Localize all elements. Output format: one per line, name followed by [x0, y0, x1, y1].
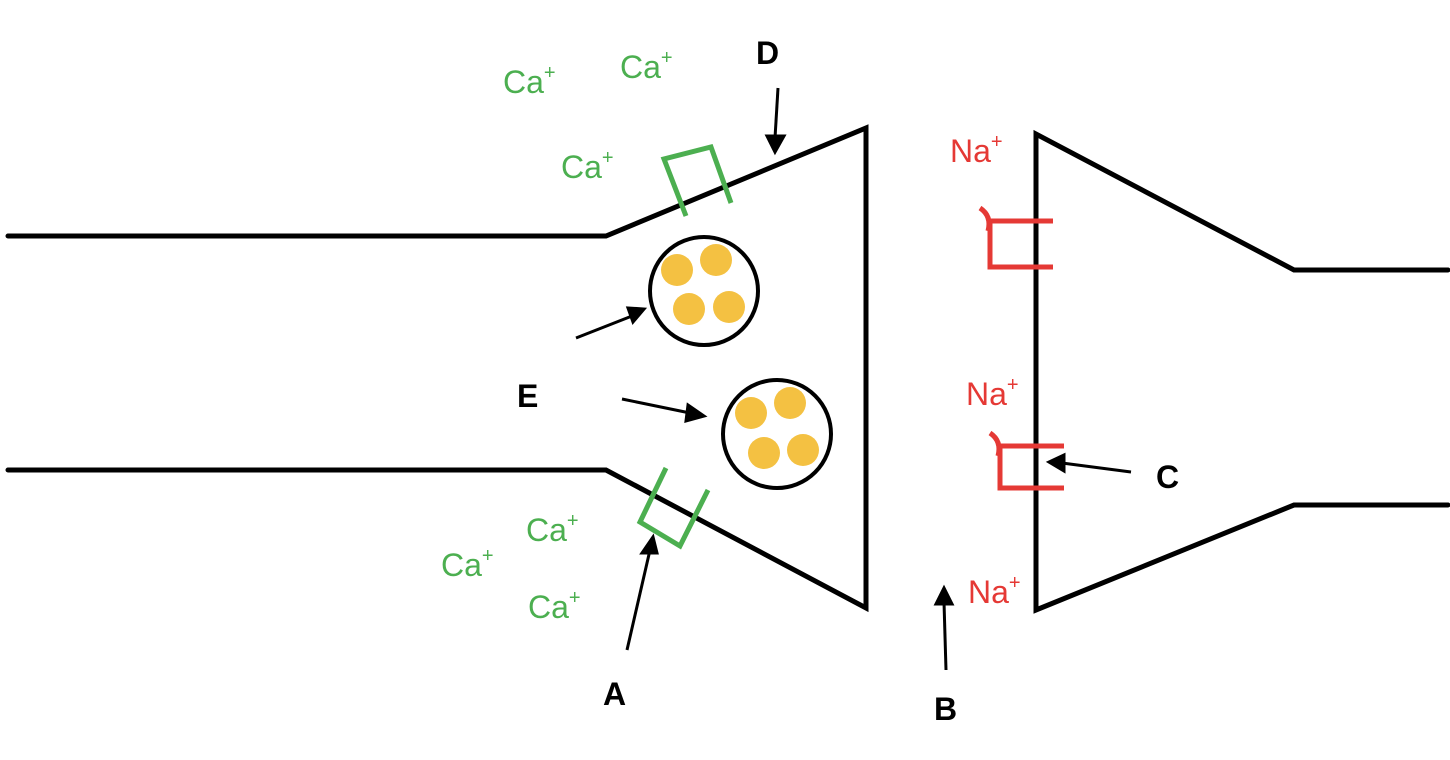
label-c: C: [1156, 459, 1179, 495]
vesicle-lower: [721, 378, 833, 490]
presynaptic-terminal: [5, 124, 869, 613]
vesicle-upper: [648, 235, 760, 347]
sodium-ions: Na+ Na+ Na+: [950, 131, 1021, 610]
label-b: B: [934, 691, 957, 727]
neurotransmitter-molecule: [661, 254, 693, 286]
postsynaptic-membrane: [1033, 129, 1450, 614]
calcium-ion: Ca+: [620, 47, 673, 85]
calcium-ion: Ca+: [561, 147, 614, 185]
presynaptic-membrane: [5, 124, 869, 613]
sodium-channel-top: [978, 205, 1053, 270]
calcium-ion: Ca+: [528, 587, 581, 625]
calcium-ions: Ca+ Ca+ Ca+ Ca+ Ca+ Ca+: [441, 47, 673, 625]
neurotransmitter-molecule: [787, 434, 819, 466]
calcium-ion: Ca+: [503, 62, 556, 100]
label-a: A: [603, 676, 626, 712]
sodium-ion: Na+: [950, 131, 1003, 169]
neurotransmitter-molecule: [713, 291, 745, 323]
label-e: E: [517, 378, 538, 414]
neurotransmitter-molecule: [748, 437, 780, 469]
calcium-ion: Ca+: [441, 545, 494, 583]
calcium-channel-top: [660, 144, 734, 217]
sodium-ion: Na+: [966, 374, 1019, 412]
neurotransmitter-molecule: [774, 387, 806, 419]
sodium-channel-bottom: [988, 430, 1064, 491]
neurotransmitter-molecule: [700, 244, 732, 276]
sodium-ion: Na+: [968, 572, 1021, 610]
calcium-ion: Ca+: [526, 510, 579, 548]
neurotransmitter-molecule: [735, 397, 767, 429]
letter-labels: D E A B C: [517, 35, 1179, 727]
label-d: D: [756, 35, 779, 71]
pointer-arrows: [575, 87, 1132, 671]
postsynaptic-neuron: [1033, 129, 1450, 614]
calcium-channel-bottom: [636, 466, 711, 550]
neurotransmitter-molecule: [673, 293, 705, 325]
